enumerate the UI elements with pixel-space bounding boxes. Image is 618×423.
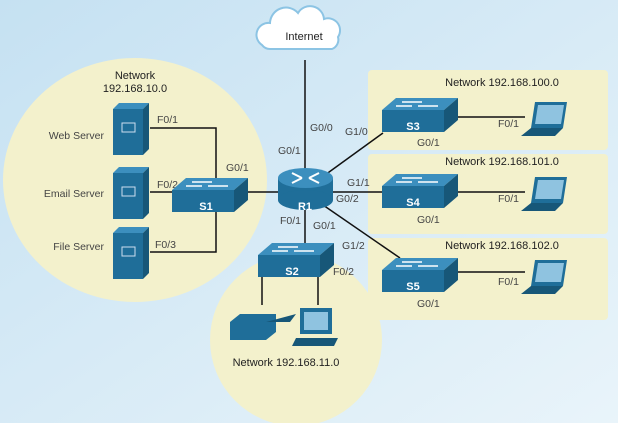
router-r1-label: R1 — [298, 201, 312, 213]
switch-s3-icon — [381, 97, 459, 133]
switch-s3-label: S3 — [406, 121, 419, 133]
port-label: F0/1 — [280, 215, 301, 227]
switch-s2-label: S2 — [285, 266, 298, 278]
file-server-icon — [112, 226, 150, 280]
lan1-title-line2: 192.168.10.0 — [103, 83, 167, 95]
port-label: F0/1 — [498, 193, 519, 205]
printer-icon — [230, 314, 296, 340]
port-label: G0/2 — [336, 193, 359, 205]
network-title: Network 192.168.102.0 — [445, 240, 559, 252]
port-label: G0/1 — [313, 220, 336, 232]
web-server-label: Web Server — [49, 130, 105, 142]
port-label: G1/2 — [342, 240, 365, 252]
port-label: F0/1 — [498, 118, 519, 130]
network-title: Network 192.168.101.0 — [445, 156, 559, 168]
network-101: Network 192.168.101.0 S4 G0/1 F0/1 — [381, 156, 567, 226]
network-title: Network 192.168.100.0 — [445, 77, 559, 89]
port-label: G1/1 — [347, 177, 370, 189]
switch-s1-label: S1 — [199, 201, 212, 213]
port-label: F0/2 — [157, 179, 178, 191]
internet-cloud: Internet — [255, 5, 341, 50]
email-server-icon — [112, 166, 150, 220]
pc-icon — [292, 308, 338, 346]
switch-s4-icon — [381, 173, 459, 209]
port-label: G0/1 — [417, 214, 440, 226]
port-label: G1/0 — [345, 126, 368, 138]
port-label: G0/0 — [310, 122, 333, 134]
switch-s5-label: S5 — [406, 281, 419, 293]
port-label: F0/2 — [333, 266, 354, 278]
switch-s5-icon — [381, 257, 459, 293]
network-100: Network 192.168.100.0 S3 G0/1 F0/1 — [381, 77, 567, 149]
web-server-icon — [112, 102, 150, 156]
port-label: F0/1 — [498, 276, 519, 288]
internet-label: Internet — [285, 31, 322, 43]
switch-s4-label: S4 — [406, 197, 420, 209]
network-102: Network 192.168.102.0 S5 G0/1 F0/1 — [381, 240, 567, 310]
port-label: G0/1 — [417, 298, 440, 310]
port-label: F0/3 — [155, 239, 176, 251]
email-server-label: Email Server — [44, 188, 105, 200]
router-r1-icon — [278, 168, 333, 210]
lan2-title: Network 192.168.11.0 — [233, 357, 340, 369]
port-label: G0/1 — [417, 137, 440, 149]
lan1-title-line1: Network — [115, 70, 156, 82]
port-label: G0/1 — [226, 162, 249, 174]
file-server-label: File Server — [53, 241, 104, 253]
port-label: G0/1 — [278, 145, 301, 157]
port-label: F0/1 — [157, 114, 178, 126]
